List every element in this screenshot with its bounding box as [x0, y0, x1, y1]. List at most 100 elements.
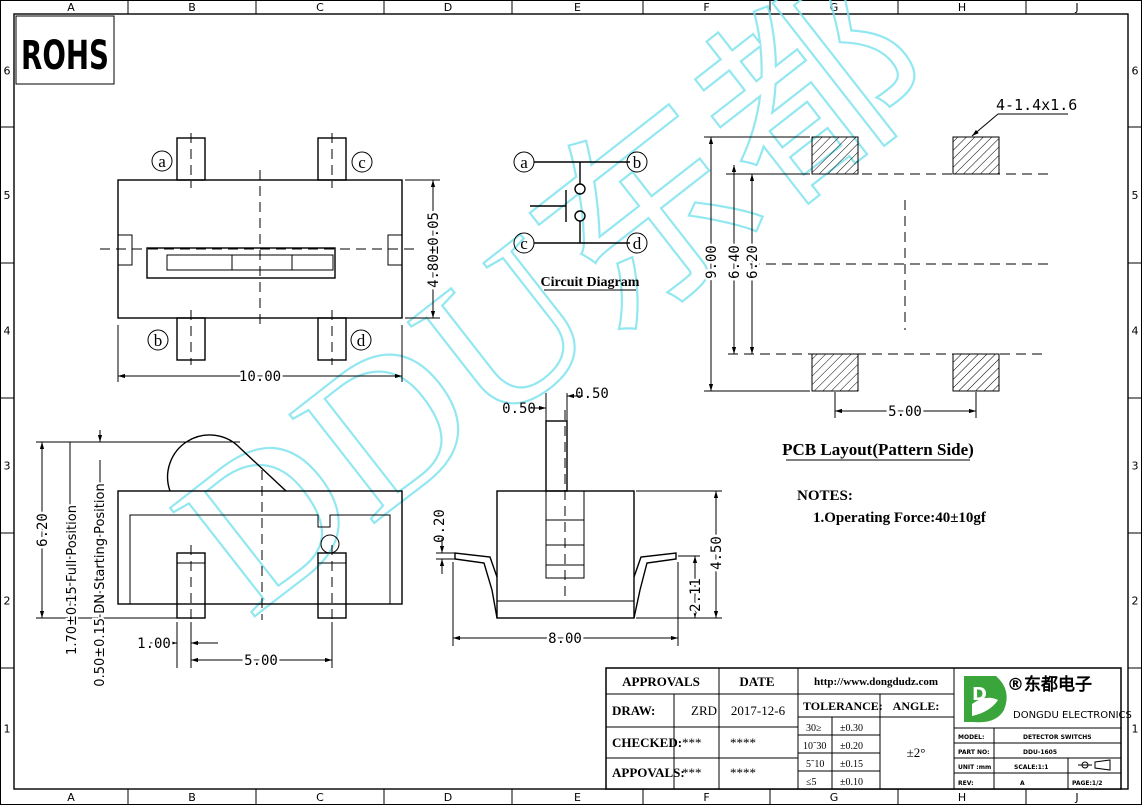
lever-actuator [166, 434, 287, 492]
grid-column-label: J [1074, 1, 1078, 14]
svg-text:d: d [357, 331, 366, 350]
pin-pitch-dim: 5.00 [244, 653, 278, 669]
side-height-dim: 6.20 [35, 513, 51, 547]
pin-label-b: b [147, 329, 169, 351]
rohs-text: ROHS [21, 33, 109, 79]
checked-date: **** [730, 735, 756, 750]
company-logo: D [964, 676, 1007, 723]
grid-column-label: C [316, 791, 324, 804]
grid-row-label: 6 [4, 65, 11, 78]
svg-text:c: c [520, 234, 528, 253]
pcb-dim-pitch: 5.00 [888, 404, 922, 420]
tol-range: 30≥ [806, 723, 822, 734]
actuator-left-dim: 0.50 [502, 401, 536, 417]
tol-range: ≤5 [806, 777, 817, 788]
grid-column-label: B [188, 791, 196, 804]
full-position-dim: 1.70±0.15 Full Position [65, 505, 80, 655]
date-header: DATE [739, 674, 774, 689]
grid-column-label: E [574, 1, 581, 14]
tol-value: ±0.10 [840, 777, 863, 788]
pin-label-d: d [350, 329, 372, 351]
circuit-pin-d: d [626, 232, 648, 254]
part-no-value: DDU-1605 [1023, 749, 1057, 756]
grid-row-label: 1 [1132, 723, 1139, 736]
draw-name: ZRD [691, 703, 717, 718]
tolerance-header: TOLERANCE: [803, 699, 883, 713]
grid-row-label: 4 [1132, 325, 1139, 338]
draw-date: 2017-12-6 [731, 703, 786, 718]
projection-symbol-icon [1078, 759, 1111, 771]
grid-column-label: G [830, 1, 839, 14]
pcb-pad [952, 136, 1000, 175]
tol-range: 5˜10 [806, 759, 824, 770]
grid-column-label: A [67, 791, 75, 804]
company-name-en: DONGDU ELECTRONICS [1013, 710, 1132, 721]
grid-row-label: 2 [1132, 595, 1139, 608]
side-view: 6.20 1.70±0.15 Full Position 0.50±0.15 D… [33, 430, 403, 689]
rev-value: A [1020, 780, 1025, 787]
circuit-diagram: a b c d Circuit Diagram [513, 151, 648, 291]
circuit-pin-c: c [513, 232, 535, 254]
svg-text:D: D [972, 684, 987, 705]
grid-row-label: 4 [4, 325, 11, 338]
dn-position-dim: 0.50±0.15 DN Starting Position [93, 483, 108, 686]
checked-label: CHECKED: [612, 735, 682, 750]
unit-label: UNIT :mm [958, 764, 991, 771]
grid-row-label: 5 [1132, 189, 1139, 202]
scale-value: SCALE:1:1 [1014, 764, 1048, 771]
grid-row-label: 1 [4, 723, 11, 736]
pcb-pad [952, 353, 1000, 392]
pad-callout: 4-1.4x1.6 [996, 96, 1077, 114]
grid-column-label: F [703, 791, 709, 804]
svg-text:c: c [358, 153, 366, 172]
approvals-header: APPROVALS [622, 674, 700, 689]
company-name-cn: ®东都电子 [1007, 674, 1092, 695]
tol-value: ±0.20 [840, 741, 863, 752]
angle-value: ±2° [907, 745, 926, 760]
title-block: APPROVALS DATE DRAW: ZRD 2017-12-6 CHECK… [605, 667, 1132, 790]
tol-value: ±0.30 [840, 723, 863, 734]
approvals-label: APPOVALS: [612, 765, 685, 780]
front-view: 0.50 0.50 0.20 4.50 2.11 8.00 [432, 386, 728, 650]
notes: NOTES: 1.Operating Force:40±10gf [797, 488, 987, 526]
svg-text:b: b [633, 153, 642, 172]
watermark-text: DDU东都 [135, 0, 967, 656]
grid-column-label: A [67, 1, 75, 14]
svg-text:a: a [520, 153, 528, 172]
pcb-dim-outer: 6.40 [727, 245, 743, 279]
draw-label: DRAW: [612, 703, 655, 718]
notes-title: NOTES: [797, 488, 853, 504]
front-lead-left [454, 552, 498, 619]
approvals-name: *** [682, 765, 702, 780]
front-lead-right [633, 552, 677, 619]
pcb-pad [811, 353, 859, 392]
pcb-dim-inner: 6.20 [745, 245, 761, 279]
grid-row-label: 3 [4, 460, 11, 473]
pcb-caption: PCB Layout(Pattern Side) [782, 440, 974, 459]
rev-label: REV: [958, 780, 974, 787]
grid-row-label: 6 [1132, 65, 1139, 78]
lead-thickness-dim: 0.20 [432, 509, 448, 543]
grid-column-label: C [316, 1, 324, 14]
top-height-dim: 4.80±0.05 [426, 212, 442, 288]
terminal-b [176, 317, 206, 361]
rohs-mark: ROHS [15, 15, 115, 85]
grid-column-label: H [958, 1, 966, 14]
actuator-slot [146, 247, 336, 279]
side-body [117, 490, 403, 605]
grid-column-label: E [574, 791, 581, 804]
svg-text:a: a [158, 152, 166, 171]
grid-column-label: J [1074, 791, 1078, 804]
circuit-pin-b: b [626, 151, 648, 173]
checked-name: *** [682, 735, 702, 750]
model-label: MODEL: [958, 734, 984, 741]
page-number: PAGE:1/2 [1072, 780, 1102, 787]
front-height-dim: 4.50 [709, 536, 725, 570]
approvals-date: **** [730, 765, 756, 780]
grid-column-label: H [958, 791, 966, 804]
svg-text:d: d [633, 234, 642, 253]
grid-column-label: B [188, 1, 196, 14]
grid-column-label: F [703, 1, 709, 14]
grid-row-label: 2 [4, 595, 11, 608]
svg-text:b: b [154, 331, 163, 350]
